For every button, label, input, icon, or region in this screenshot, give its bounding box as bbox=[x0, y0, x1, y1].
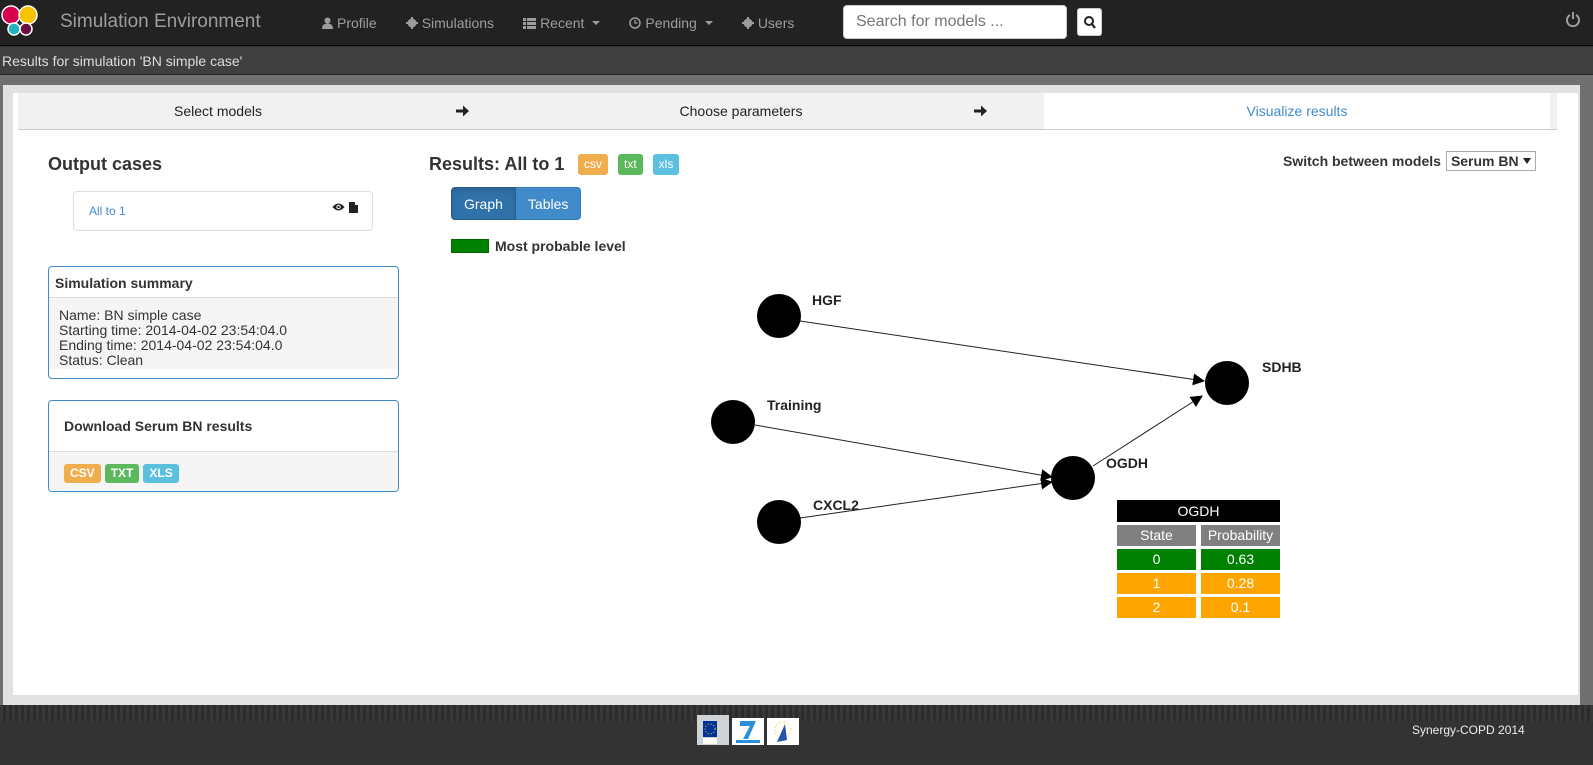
step-select-models[interactable]: Select models bbox=[174, 103, 262, 119]
legend: Most probable level bbox=[451, 238, 626, 254]
legend-swatch bbox=[451, 239, 489, 253]
search-icon bbox=[1083, 15, 1096, 29]
chevron-down-icon bbox=[704, 21, 713, 25]
simulation-summary-panel: Simulation summary Name: BN simple case … bbox=[48, 266, 399, 379]
summary-name: Name: BN simple case bbox=[59, 307, 202, 323]
state-cell: 0 bbox=[1117, 549, 1196, 570]
output-case-item: All to 1 bbox=[73, 191, 373, 231]
header-state: State bbox=[1117, 525, 1196, 546]
table-row: 1 0.28 bbox=[1117, 573, 1280, 594]
nav-users-label: Users bbox=[757, 15, 795, 31]
view-toggle: Graph Tables bbox=[451, 187, 582, 220]
nav-recent[interactable]: Recent bbox=[523, 0, 615, 46]
footer: Synergy-COPD 2014 bbox=[0, 705, 1593, 765]
download-xls-button[interactable]: XLS bbox=[143, 464, 179, 483]
app-brand[interactable]: Simulation Environment bbox=[60, 11, 261, 32]
nav-recent-label: Recent bbox=[540, 15, 585, 31]
graph-tab[interactable]: Graph bbox=[451, 187, 516, 220]
summary-status: Status: Clean bbox=[59, 352, 144, 368]
file-icon[interactable] bbox=[349, 202, 358, 213]
arrow-right-icon bbox=[974, 105, 987, 117]
nav-pending[interactable]: Pending bbox=[629, 0, 727, 46]
search-button[interactable] bbox=[1077, 8, 1102, 36]
nav-simulations-label: Simulations bbox=[421, 15, 495, 31]
gear-icon bbox=[405, 17, 418, 29]
state-cell: 1 bbox=[1117, 573, 1196, 594]
switch-label: Switch between models bbox=[1283, 153, 1441, 169]
legend-label: Most probable level bbox=[495, 238, 626, 254]
step-visualize-results[interactable]: Visualize results bbox=[1044, 93, 1550, 129]
wizard-steps: Select models Choose parameters Visualiz… bbox=[18, 93, 1557, 130]
results-csv-button[interactable]: csv bbox=[578, 154, 608, 175]
tables-tab[interactable]: Tables bbox=[515, 187, 582, 220]
fp7-logo-icon[interactable] bbox=[732, 718, 764, 745]
download-title: Download Serum BN results bbox=[49, 401, 398, 452]
table-row: 0 0.63 bbox=[1117, 549, 1280, 570]
user-icon bbox=[322, 17, 333, 29]
model-select[interactable]: Serum BN bbox=[1445, 151, 1536, 171]
power-icon[interactable] bbox=[1565, 11, 1581, 27]
results-xls-button[interactable]: xls bbox=[652, 154, 680, 175]
ec-logo-icon[interactable] bbox=[697, 715, 729, 745]
output-case-link[interactable]: All to 1 bbox=[89, 204, 126, 218]
summary-title: Simulation summary bbox=[49, 267, 398, 298]
summary-end: Ending time: 2014-04-02 23:54:04.0 bbox=[59, 337, 283, 353]
page-content bbox=[13, 93, 1578, 695]
search-input[interactable] bbox=[843, 5, 1067, 39]
nav-profile[interactable]: Profile bbox=[322, 0, 392, 46]
probability-cell: 0.63 bbox=[1201, 549, 1280, 570]
footer-copyright: Synergy-COPD 2014 bbox=[1412, 723, 1525, 737]
results-txt-button[interactable]: txt bbox=[618, 154, 643, 175]
model-switcher: Switch between models Serum BN bbox=[1283, 151, 1536, 171]
nav-simulations[interactable]: Simulations bbox=[405, 0, 509, 46]
nav-pending-label: Pending bbox=[645, 15, 697, 31]
download-results-panel: Download Serum BN results CSV TXT XLS bbox=[48, 400, 399, 492]
gear-icon bbox=[741, 17, 754, 29]
page-subheader: Results for simulation 'BN simple case' bbox=[0, 47, 1593, 75]
download-csv-button[interactable]: CSV bbox=[64, 464, 101, 483]
results-title: Results: All to 1 bbox=[429, 154, 565, 174]
state-cell: 2 bbox=[1117, 597, 1196, 618]
clock-icon bbox=[629, 17, 642, 29]
list-icon bbox=[523, 17, 537, 29]
table-row: 2 0.1 bbox=[1117, 597, 1280, 618]
page-title: Results for simulation 'BN simple case' bbox=[2, 53, 243, 69]
download-txt-button[interactable]: TXT bbox=[104, 464, 140, 483]
synergy-logo-icon[interactable] bbox=[767, 718, 799, 745]
dropdown-arrow-icon bbox=[1522, 158, 1531, 164]
nav-users[interactable]: Users bbox=[741, 0, 810, 46]
header-probability: Probability bbox=[1201, 525, 1280, 546]
butterfly-logo-icon[interactable] bbox=[1, 5, 39, 37]
probability-table-title: OGDH bbox=[1117, 500, 1280, 522]
model-select-value: Serum BN bbox=[1450, 153, 1519, 169]
eye-icon[interactable] bbox=[332, 202, 345, 212]
step-choose-parameters[interactable]: Choose parameters bbox=[679, 103, 803, 119]
summary-start: Starting time: 2014-04-02 23:54:04.0 bbox=[59, 322, 288, 338]
top-navbar: Simulation Environment Profile Simulatio… bbox=[0, 0, 1593, 46]
arrow-right-icon bbox=[456, 105, 469, 117]
nav-profile-label: Profile bbox=[337, 15, 377, 31]
output-cases-heading: Output cases bbox=[48, 154, 163, 174]
probability-cell: 0.28 bbox=[1201, 573, 1280, 594]
footer-pattern bbox=[0, 705, 1593, 721]
probability-table: OGDH State Probability 0 0.63 1 0.28 2 0… bbox=[1117, 500, 1280, 618]
chevron-down-icon bbox=[592, 21, 601, 25]
probability-cell: 0.1 bbox=[1201, 597, 1280, 618]
